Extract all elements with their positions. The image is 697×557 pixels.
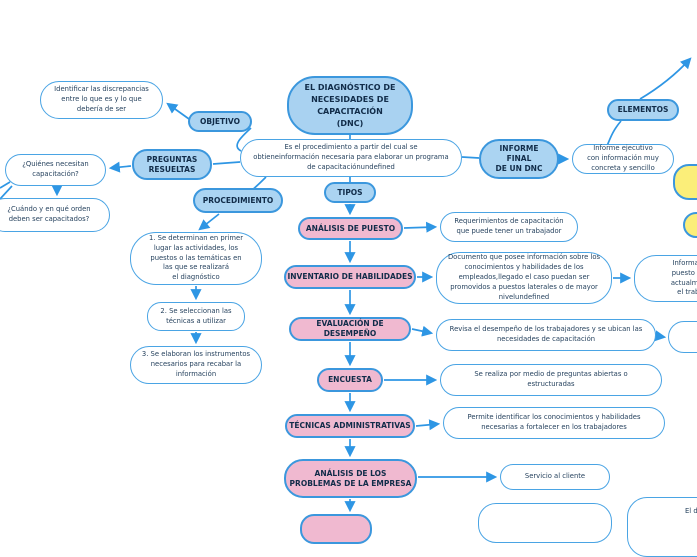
node-paso-3[interactable]: 3. Se elaboran los instrumentos necesari… <box>130 346 262 384</box>
node-servicio-cliente[interactable]: Servicio al cliente <box>500 464 610 490</box>
node-requerimientos[interactable]: Requerimientos de capacitación que puede… <box>440 212 578 242</box>
node-central-dnc[interactable]: EL DIAGNÓSTICO DE NECESIDADES DE CAPACIT… <box>287 76 413 135</box>
node-revisa-desempeno[interactable]: Revisa el desempeño de los trabajadores … <box>436 319 656 351</box>
node-documento-habilidades[interactable]: Documento que posee información sobre lo… <box>436 252 612 304</box>
node-informe-ejecutivo[interactable]: Informe ejecutivo con información muy co… <box>572 144 674 174</box>
node-analisis-problemas-empresa[interactable]: ANÁLISIS DE LOS PROBLEMAS DE LA EMPRESA <box>284 459 417 498</box>
node-permite-identificar[interactable]: Permite identificar los conocimientos y … <box>443 407 665 439</box>
node-evaluacion-desempeno[interactable]: EVALUACIÓN DE DESEMPEÑO <box>289 317 411 341</box>
node-paso-1[interactable]: 1. Se determinan en primer lugar las act… <box>130 232 262 285</box>
node-paso-2[interactable]: 2. Se seleccionan las técnicas a utiliza… <box>147 302 245 331</box>
node-pink-clipped-bottom[interactable] <box>300 514 372 544</box>
node-encuesta[interactable]: ENCUESTA <box>317 368 383 392</box>
node-tecnicas-administrativas[interactable]: TÉCNICAS ADMINISTRATIVAS <box>285 414 415 438</box>
node-informe-final-dnc[interactable]: INFORME FINAL DE UN DNC <box>479 139 559 179</box>
node-elementos[interactable]: ELEMENTOS <box>607 99 679 121</box>
node-objetivo[interactable]: OBJETIVO <box>188 111 252 132</box>
mindmap-canvas: EL DIAGNÓSTICO DE NECESIDADES DE CAPACIT… <box>0 57 697 557</box>
connector-group <box>0 57 692 513</box>
node-analisis-de-puesto[interactable]: ANÁLISIS DE PUESTO <box>298 217 403 240</box>
node-tipos[interactable]: TIPOS <box>324 182 376 203</box>
node-yellow-clipped-2[interactable] <box>683 212 697 238</box>
node-right-clipped-detail[interactable] <box>668 321 697 353</box>
node-yellow-clipped-1[interactable] <box>673 164 697 200</box>
node-definition[interactable]: Es el procedimiento a partir del cual se… <box>240 139 462 177</box>
node-white-clipped-bottom[interactable] <box>478 503 612 543</box>
node-inventario-habilidades[interactable]: INVENTARIO DE HABILIDADES <box>284 265 416 289</box>
node-procedimiento[interactable]: PROCEDIMIENTO <box>193 188 283 213</box>
node-quienes-necesitan[interactable]: ¿Quiénes necesitan capacitación? <box>5 154 106 186</box>
node-info-puesto-clipped[interactable]: Información del puesto ocupado actualmen… <box>634 255 697 302</box>
node-cuando-orden[interactable]: ¿Cuándo y en qué orden deben ser capacit… <box>0 198 110 232</box>
node-el-d-clipped[interactable]: El d <box>627 497 697 557</box>
node-identificar-discrepancias[interactable]: Identificar las discrepancias entre lo q… <box>40 81 163 119</box>
node-preguntas-resueltas[interactable]: PREGUNTAS RESUELTAS <box>132 149 212 180</box>
connector-lines <box>0 57 692 513</box>
node-se-realiza-preguntas[interactable]: Se realiza por medio de preguntas abiert… <box>440 364 662 396</box>
